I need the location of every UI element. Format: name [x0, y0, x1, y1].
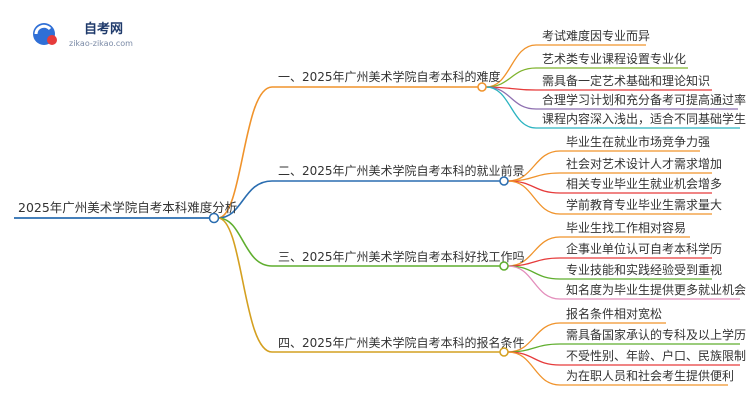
- connector-line: [507, 351, 561, 366]
- leaf-label: 社会对艺术设计人才需求增加: [566, 156, 722, 171]
- branch-collapse-toggle-3[interactable]: [499, 261, 509, 271]
- leaf-node[interactable]: 不受性别、年龄、户口、民族限制: [566, 348, 746, 363]
- leaf-label: 知名度为毕业生提供更多就业机会: [566, 282, 746, 297]
- branch-node-4[interactable]: 四、2025年广州美术学院自考本科的报名条件: [272, 335, 525, 357]
- leaf-node[interactable]: 课程内容深入浅出，适合不同基础学生: [542, 111, 746, 126]
- leaf-node[interactable]: 毕业生找工作相对容易: [566, 220, 686, 235]
- branch-label-1: 一、2025年广州美术学院自考本科的难度: [278, 69, 501, 84]
- leaf-node[interactable]: 知名度为毕业生提供更多就业机会: [566, 282, 746, 297]
- connector-line: [217, 217, 273, 267]
- leaf-label: 报名条件相对宽松: [566, 306, 662, 321]
- leaf-label: 毕业生在就业市场竞争力强: [566, 134, 710, 149]
- leaf-label: 相关专业毕业生就业机会增多: [566, 176, 722, 191]
- leaf-label: 合理学习计划和充分备考可提高通过率: [542, 92, 746, 107]
- leaf-node[interactable]: 考试难度因专业而异: [542, 28, 650, 43]
- leaf-node[interactable]: 相关专业毕业生就业机会增多: [566, 176, 722, 191]
- connector-line: [485, 86, 537, 129]
- leaf-label: 为在职人员和社会考生提供便利: [566, 368, 734, 383]
- leaf-node[interactable]: 专业技能和实践经验受到重视: [566, 262, 722, 277]
- connector-line: [217, 86, 273, 219]
- connector-line: [217, 180, 273, 219]
- connector-line: [507, 180, 561, 215]
- connector-line: [217, 217, 273, 353]
- root-label: 2025年广州美术学院自考本科难度分析: [18, 200, 237, 215]
- branch-collapse-toggle-4[interactable]: [499, 347, 509, 357]
- branch-collapse-toggle-1[interactable]: [477, 82, 487, 92]
- root-collapse-toggle[interactable]: [208, 212, 220, 224]
- root-node[interactable]: 2025年广州美术学院自考本科难度分析: [14, 200, 237, 224]
- leaf-label: 需具备一定艺术基础和理论知识: [542, 73, 710, 88]
- branch-label-4: 四、2025年广州美术学院自考本科的报名条件: [278, 335, 525, 350]
- leaf-node[interactable]: 需具备一定艺术基础和理论知识: [542, 73, 710, 88]
- leaf-node[interactable]: 社会对艺术设计人才需求增加: [566, 156, 722, 171]
- leaf-node[interactable]: 艺术类专业课程设置专业化: [542, 51, 686, 66]
- leaf-label: 专业技能和实践经验受到重视: [566, 262, 722, 277]
- connector-line: [507, 265, 561, 300]
- connector-lines: [217, 44, 740, 386]
- leaf-node[interactable]: 毕业生在就业市场竞争力强: [566, 134, 710, 149]
- leaf-label: 企事业单位认可自考本科学历: [566, 241, 722, 256]
- branch-node-1[interactable]: 一、2025年广州美术学院自考本科的难度: [272, 69, 501, 92]
- branch-label-2: 二、2025年广州美术学院自考本科的就业前景: [278, 163, 525, 178]
- leaf-node[interactable]: 报名条件相对宽松: [566, 306, 662, 321]
- branch-node-2[interactable]: 二、2025年广州美术学院自考本科的就业前景: [272, 163, 525, 186]
- leaf-node[interactable]: 合理学习计划和充分备考可提高通过率: [542, 92, 746, 107]
- logo-name: 自考网: [84, 21, 123, 37]
- leaf-label: 艺术类专业课程设置专业化: [542, 51, 686, 66]
- leaf-label: 不受性别、年龄、户口、民族限制: [566, 348, 746, 363]
- leaf-node[interactable]: 为在职人员和社会考生提供便利: [566, 368, 734, 383]
- leaf-label: 课程内容深入浅出，适合不同基础学生: [542, 111, 746, 126]
- site-logo: 自考网 zikao-zikao.com: [33, 21, 133, 48]
- leaf-label: 考试难度因专业而异: [542, 28, 650, 43]
- leaf-label: 毕业生找工作相对容易: [566, 220, 686, 235]
- leaf-label: 学前教育专业毕业生需求量大: [566, 197, 722, 212]
- leaf-node[interactable]: 需具备国家承认的专科及以上学历: [566, 327, 746, 342]
- leaf-node[interactable]: 学前教育专业毕业生需求量大: [566, 197, 722, 212]
- logo-url: zikao-zikao.com: [69, 39, 133, 48]
- branch-label-3: 三、2025年广州美术学院自考本科好找工作吗: [278, 249, 525, 264]
- branch-collapse-toggle-2[interactable]: [499, 176, 509, 186]
- branch-node-3[interactable]: 三、2025年广州美术学院自考本科好找工作吗: [272, 249, 525, 271]
- logo-icon: [33, 23, 57, 45]
- leaf-node[interactable]: 企事业单位认可自考本科学历: [566, 241, 722, 256]
- leaf-label: 需具备国家承认的专科及以上学历: [566, 327, 746, 342]
- connector-line: [507, 265, 561, 280]
- connector-line: [507, 351, 561, 386]
